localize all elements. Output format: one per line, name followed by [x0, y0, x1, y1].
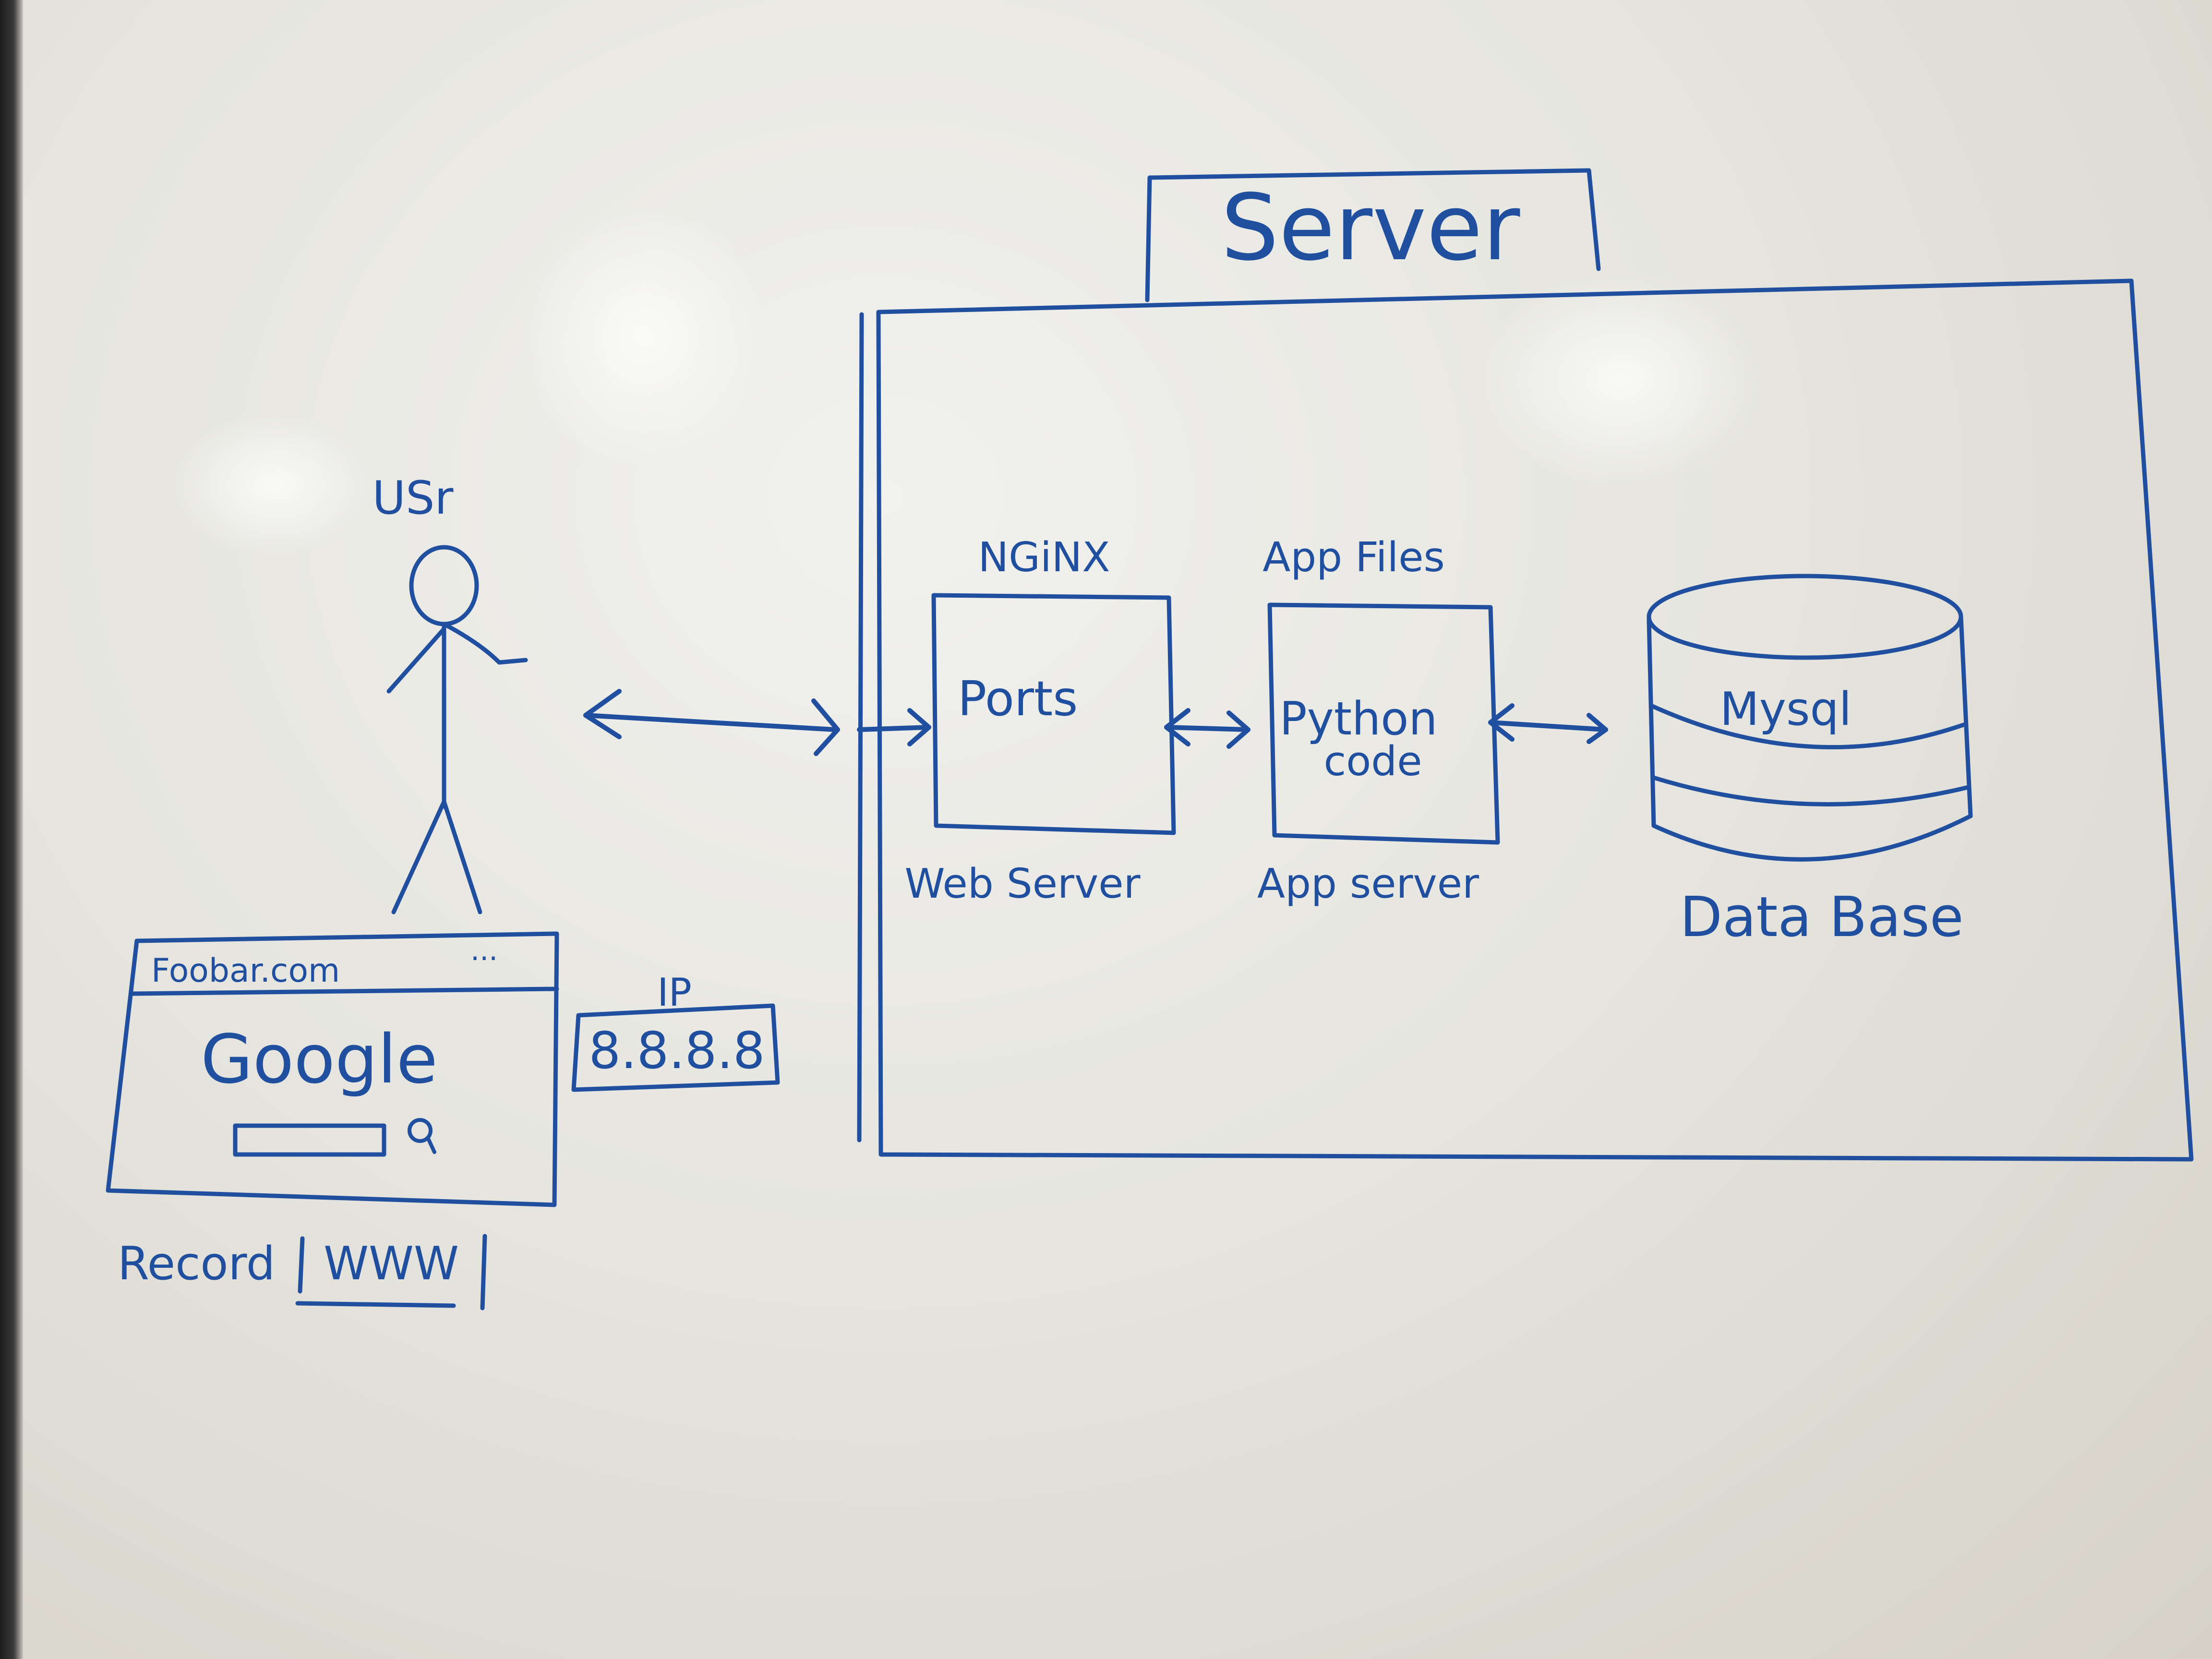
user-left-leg — [391, 799, 446, 914]
database-band-1 — [1649, 703, 1966, 749]
arrow-into-web-server-line — [857, 725, 931, 732]
database-caption: Data Base — [1680, 885, 1963, 950]
arrow-into-web-server — [857, 708, 931, 746]
arrow-web-app-head-right — [1226, 710, 1250, 749]
ip-box — [571, 1003, 780, 1092]
database-content: Mysql — [1720, 683, 1851, 736]
arrow-user-server-head-left — [583, 689, 622, 739]
arrow-user-server-head-right — [811, 698, 840, 756]
arrow-user-server — [583, 689, 840, 756]
search-icon-handle — [426, 1137, 436, 1154]
server-tab — [1145, 168, 1601, 302]
app-server-content-line2: code — [1324, 738, 1422, 785]
user-head — [409, 545, 479, 626]
server-box — [876, 278, 2194, 1162]
google-logo: Google — [201, 1021, 438, 1099]
server-title: Server — [1221, 175, 1520, 281]
web-server-box — [931, 593, 1176, 835]
app-server-content-line1: Python — [1279, 693, 1437, 745]
browser-url: Foobar.com — [151, 952, 340, 990]
ip-label: IP — [657, 970, 692, 1015]
ip-address: IP 8.8.8.8 — [571, 970, 780, 1092]
arrow-web-app-line — [1164, 725, 1250, 732]
arrow-app-db — [1488, 703, 1608, 744]
user-left-arm — [386, 626, 446, 694]
app-server-caption: App server — [1257, 860, 1479, 908]
web-server-content: Ports — [958, 671, 1078, 727]
browser-titlebar-divider — [130, 986, 559, 996]
whiteboard-frame — [0, 0, 23, 1659]
user-right-arm — [442, 622, 528, 665]
database-body — [1647, 614, 1973, 862]
app-server: App Files Python code App server — [1257, 534, 1500, 908]
search-bar — [233, 1123, 386, 1157]
record-box — [295, 1234, 487, 1310]
record-label: Record — [118, 1238, 275, 1290]
browser-frame — [106, 931, 559, 1207]
record-value: WWW — [324, 1238, 459, 1290]
user-label: USr — [373, 472, 454, 525]
database: Mysql Data Base — [1647, 574, 1973, 950]
arrow-web-app-head-left — [1164, 708, 1190, 746]
arrow-user-server-line — [583, 713, 838, 732]
arrow-web-app — [1164, 708, 1250, 749]
user-right-leg — [442, 799, 482, 914]
arrow-app-db-head-left — [1488, 703, 1515, 742]
arrow-app-db-head-right — [1587, 713, 1608, 744]
database-top — [1647, 574, 1963, 660]
app-server-title: App Files — [1262, 534, 1445, 581]
ip-value: 8.8.8.8 — [589, 1022, 765, 1080]
user-figure: USr — [373, 472, 528, 914]
database-band-2 — [1651, 775, 1971, 807]
browser-menu-dots: ... — [470, 934, 498, 967]
web-server-caption: Web Server — [904, 860, 1140, 908]
browser-window: Foobar.com ... Google — [106, 931, 559, 1207]
arrow-into-web-server-head — [907, 708, 931, 746]
web-server-title: NGiNX — [978, 534, 1110, 581]
search-icon — [408, 1118, 433, 1143]
arrow-app-db-line — [1488, 720, 1608, 732]
dns-record: Record WWW — [118, 1234, 487, 1310]
server-container: Server — [857, 168, 2194, 1162]
app-server-box — [1267, 602, 1500, 845]
web-server: NGiNX Ports Web Server — [904, 534, 1176, 908]
